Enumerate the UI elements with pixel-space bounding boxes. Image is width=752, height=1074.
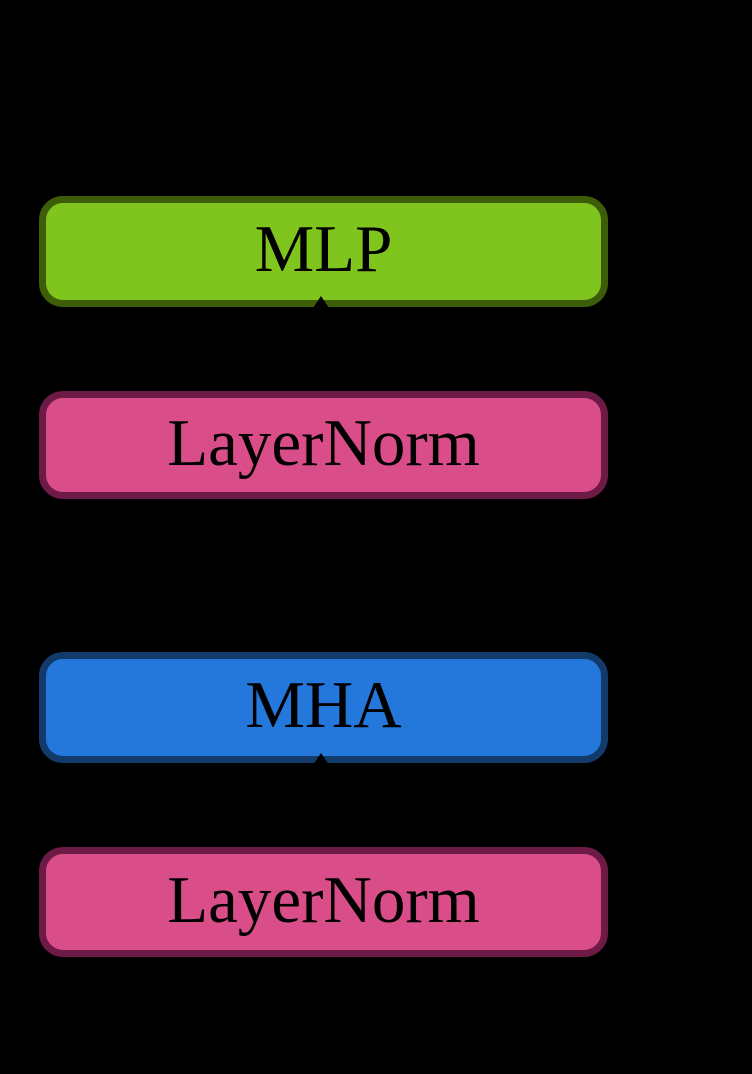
connector-line-layernorm-to-mha bbox=[319, 763, 322, 847]
connector-line-layernorm-to-mlp bbox=[319, 307, 322, 391]
layernorm-bottom-block: LayerNorm bbox=[39, 847, 608, 957]
layernorm-bottom-label: LayerNorm bbox=[167, 862, 480, 937]
arrowhead-up-icon bbox=[313, 296, 329, 308]
layernorm-top-label: LayerNorm bbox=[167, 405, 480, 480]
mha-label: MHA bbox=[245, 668, 402, 742]
arrowhead-up-icon bbox=[313, 753, 329, 765]
layernorm-top-block: LayerNorm bbox=[39, 391, 608, 499]
mha-block: MHA bbox=[39, 652, 608, 763]
mlp-block: MLP bbox=[39, 196, 608, 307]
mlp-label: MLP bbox=[254, 212, 393, 286]
